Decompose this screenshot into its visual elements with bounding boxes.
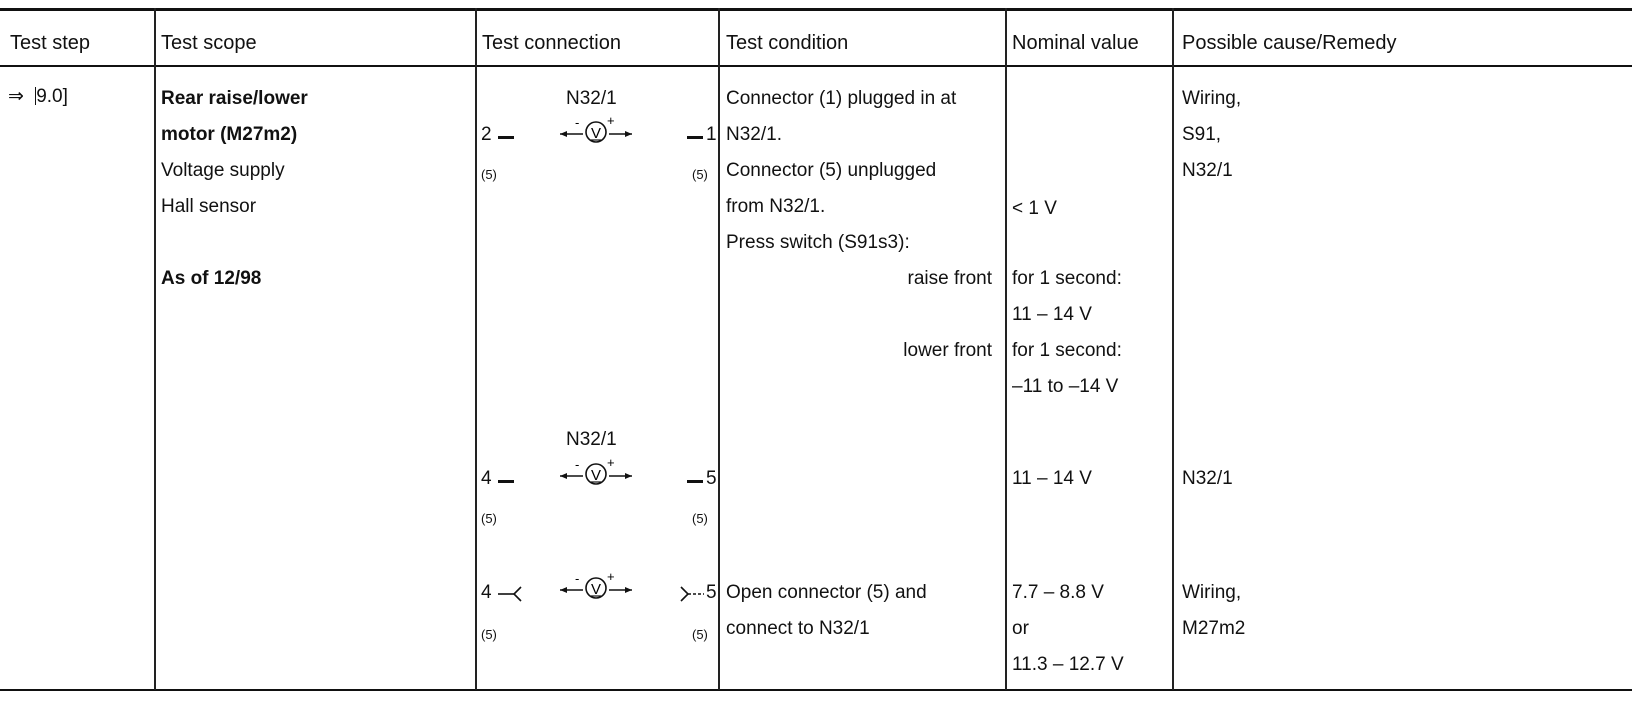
nominal-for-1-second-lower: for 1 second: <box>1012 340 1122 361</box>
arrow-icon: ⇒ <box>8 86 24 107</box>
connection-3-left-conn: (5) <box>481 627 497 642</box>
condition-line-5: Press switch (S91s3): <box>726 232 910 253</box>
voltmeter-icon: V - + <box>560 569 632 599</box>
cause-wiring-2: Wiring, <box>1182 582 1242 603</box>
connection-2-left-lead <box>498 480 514 483</box>
connection-1-right-pin: 1 <box>706 124 717 145</box>
scope-title-line2: motor (M27m2) <box>161 124 298 145</box>
condition-lower-front: lower front <box>903 340 992 361</box>
step-bracket <box>35 87 37 105</box>
nominal-hall-low: 7.7 – 8.8 V <box>1012 582 1104 603</box>
nominal-lower-voltage: –11 to –14 V <box>1012 376 1119 397</box>
svg-text:+: + <box>607 113 615 128</box>
test-step-cell: ⇒ 9.0] <box>8 86 68 107</box>
svg-text:-: - <box>575 115 579 130</box>
connection-2-left-pin: 4 <box>481 468 492 489</box>
header-test-step: Test step <box>10 32 91 54</box>
svg-text:+: + <box>607 455 615 470</box>
connection-1-left-pin: 2 <box>481 124 492 145</box>
col-separator-5 <box>1172 8 1174 690</box>
nominal-for-1-second-raise: for 1 second: <box>1012 268 1122 289</box>
connection-1-left-conn: (5) <box>481 167 497 182</box>
nominal-supply-voltage: 11 – 14 V <box>1012 468 1092 489</box>
connection-1-right-lead <box>687 136 703 139</box>
col-separator-3 <box>718 8 720 690</box>
header-rule <box>0 65 1632 67</box>
connection-2-left-conn: (5) <box>481 511 497 526</box>
cause-m27m2: M27m2 <box>1182 618 1246 639</box>
svg-text:-: - <box>575 457 579 472</box>
nominal-raise-voltage: 11 – 14 V <box>1012 304 1092 325</box>
connection-1-label: N32/1 <box>566 88 617 109</box>
col-separator-1 <box>154 8 156 690</box>
voltmeter-icon: V - + <box>560 113 632 143</box>
scope-title-line1: Rear raise/lower <box>161 88 308 109</box>
cause-wiring-1: Wiring, <box>1182 88 1242 109</box>
voltmeter-icon: V - + <box>560 455 632 485</box>
header-possible-cause: Possible cause/Remedy <box>1182 32 1397 54</box>
scope-voltage-supply: Voltage supply <box>161 160 285 181</box>
connection-2-label: N32/1 <box>566 429 617 450</box>
condition-line-1: Connector (1) plugged in at <box>726 88 957 109</box>
header-test-condition: Test condition <box>726 32 849 54</box>
header-nominal-value: Nominal value <box>1012 32 1139 54</box>
connection-2-right-pin: 5 <box>706 468 717 489</box>
connection-1-left-lead <box>498 136 514 139</box>
condition-line-2: N32/1. <box>726 124 782 145</box>
scope-as-of: As of 12/98 <box>161 268 262 289</box>
condition-connect-to: connect to N32/1 <box>726 618 870 639</box>
nominal-hall-high: 11.3 – 12.7 V <box>1012 654 1124 675</box>
condition-open-connector: Open connector (5) and <box>726 582 927 603</box>
connection-3-right-pin: 5 <box>706 582 717 603</box>
cause-s91: S91, <box>1182 124 1222 145</box>
nominal-or: or <box>1012 618 1029 639</box>
connection-2-right-lead <box>687 480 703 483</box>
condition-line-3: Connector (5) unplugged <box>726 160 937 181</box>
connection-3-left-pin: 4 <box>481 582 492 603</box>
condition-line-4: from N32/1. <box>726 196 826 217</box>
svg-text:-: - <box>575 571 579 586</box>
connection-2-right-conn: (5) <box>692 511 708 526</box>
col-separator-4 <box>1005 8 1007 690</box>
cause-n32-1-supply: N32/1 <box>1182 468 1233 489</box>
connection-3-right-conn: (5) <box>692 627 708 642</box>
svg-text:V: V <box>591 581 601 598</box>
nominal-less-than-1v: < 1 V <box>1012 198 1057 219</box>
top-rule <box>0 8 1632 11</box>
open-connector-left-icon <box>498 586 522 602</box>
svg-text:+: + <box>607 569 615 584</box>
cause-n32-1: N32/1 <box>1182 160 1233 181</box>
open-connector-right-icon <box>680 586 704 602</box>
svg-text:V: V <box>591 467 601 484</box>
step-number: 9.0 <box>36 86 63 107</box>
condition-raise-front: raise front <box>907 268 992 289</box>
scope-hall-sensor: Hall sensor <box>161 196 257 217</box>
header-test-connection: Test connection <box>482 32 621 54</box>
bottom-rule <box>0 689 1632 691</box>
header-test-scope: Test scope <box>161 32 257 54</box>
svg-text:V: V <box>591 125 601 142</box>
col-separator-2 <box>475 8 477 690</box>
connection-1-right-conn: (5) <box>692 167 708 182</box>
